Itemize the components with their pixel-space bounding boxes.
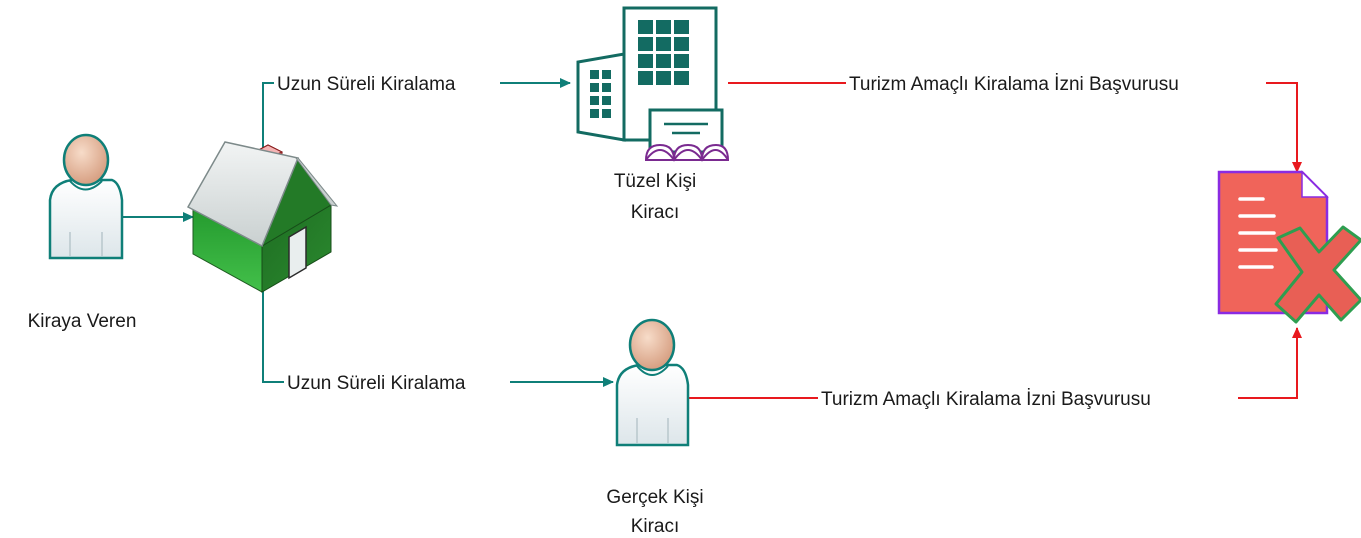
individual-tenant-label-line1: Gerçek Kişi [606, 487, 703, 508]
person-icon [615, 318, 690, 447]
connector-corporate-to-document [728, 82, 1302, 173]
edge-label-individual-to-document: Turizm Amaçlı Kiralama İzni Başvurusu [818, 385, 1238, 411]
individual-tenant-label-line2: Kiracı [631, 516, 680, 537]
house-icon [186, 141, 339, 293]
corporate-tenant-label-line1: Tüzel Kişi [614, 171, 696, 192]
edge-label-corporate-to-document: Turizm Amaçlı Kiralama İzni Başvurusu [846, 70, 1266, 96]
office-building-icon [576, 6, 730, 162]
landlord-node[interactable]: Kiraya Veren [28, 133, 137, 332]
connector-house-to-individual [262, 290, 614, 387]
rejected-document-node[interactable] [1217, 170, 1361, 324]
rejected-document-icon [1217, 170, 1361, 324]
individual-tenant-node[interactable]: Gerçek Kişi Kiracı [606, 318, 704, 537]
edge-label-text: Uzun Süreli Kiralama [277, 74, 456, 95]
landlord-label: Kiraya Veren [28, 311, 137, 332]
corporate-tenant-label-line2: Kiracı [631, 202, 680, 223]
corporate-tenant-node[interactable]: Tüzel Kişi Kiracı [576, 6, 730, 223]
edge-label-text: Uzun Süreli Kiralama [287, 373, 466, 394]
edge-label-text: Turizm Amaçlı Kiralama İzni Başvurusu [849, 74, 1179, 95]
edge-label-house-to-corporate: Uzun Süreli Kiralama [274, 70, 500, 96]
edge-label-text: Turizm Amaçlı Kiralama İzni Başvurusu [821, 389, 1151, 410]
person-icon [48, 133, 124, 260]
house-node[interactable] [186, 141, 339, 293]
edge-label-house-to-individual: Uzun Süreli Kiralama [284, 369, 510, 395]
